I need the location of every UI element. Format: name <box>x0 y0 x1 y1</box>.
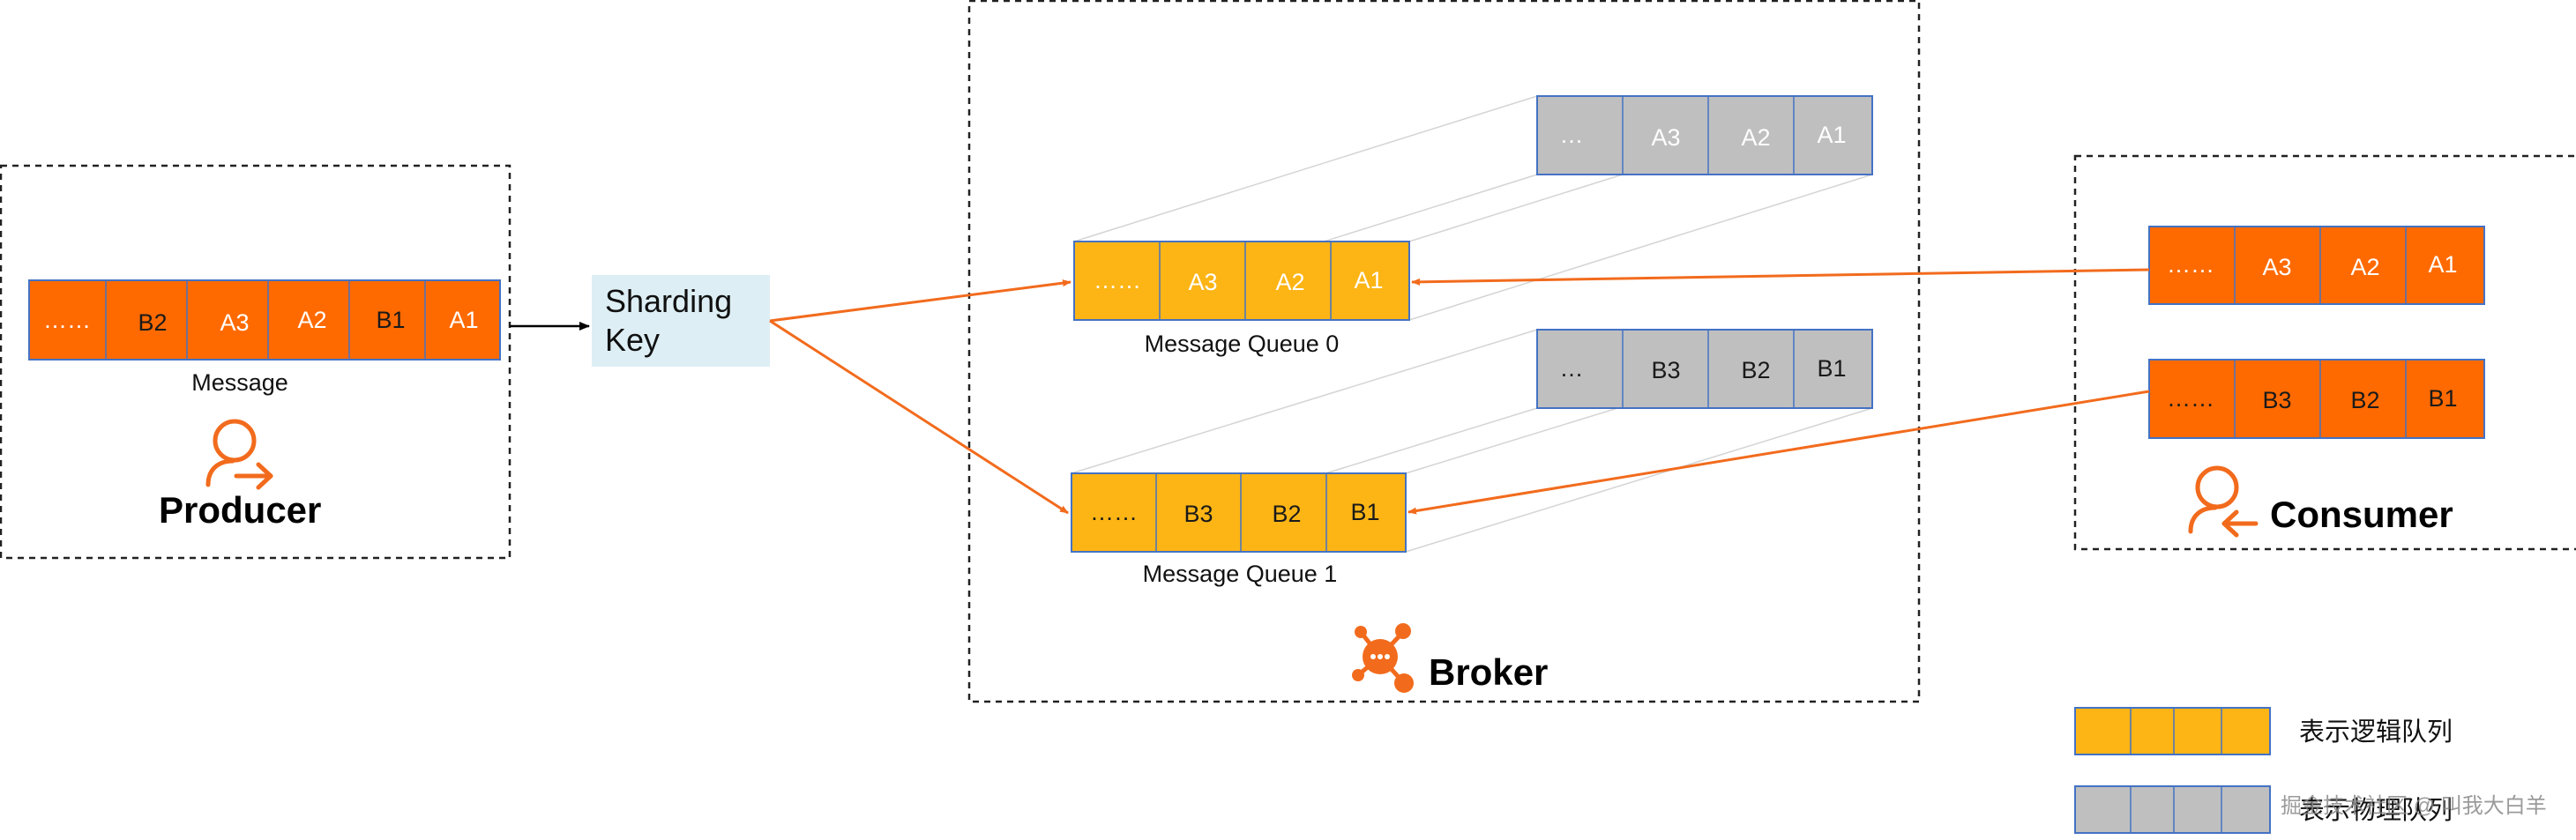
queue0-physical: … A3 A2 A1 <box>1536 95 1873 175</box>
legend-logical-swatch <box>2074 707 2271 755</box>
message-cell: …… <box>43 307 91 333</box>
message-cell: A1 <box>449 307 478 333</box>
queue0-logical: …… A3 A2 A1 <box>1073 241 1410 321</box>
broker-box <box>967 0 1921 703</box>
logical-cell: A2 <box>1275 269 1304 295</box>
legend-logical-label: 表示逻辑队列 <box>2299 717 2453 747</box>
consumer-cell: B2 <box>2350 387 2379 413</box>
message-cell: B1 <box>376 307 405 333</box>
message-cell: B2 <box>138 309 167 336</box>
physical-cell: … <box>1560 122 1584 148</box>
consumer-cell: B1 <box>2428 385 2457 412</box>
logical-cell: …… <box>1094 267 1141 294</box>
sharding-key-label: Sharding <box>605 283 732 319</box>
producer-message-queue: …… B2 A3 A2 B1 A1 <box>28 279 501 361</box>
logical-cell: B1 <box>1350 499 1379 525</box>
logical-cell: B2 <box>1272 501 1301 527</box>
physical-cell: … <box>1560 355 1584 382</box>
key-to-queue1-arrow <box>769 319 1069 515</box>
consumer-box <box>2073 154 2576 551</box>
watermark: 掘金技术社区 @ 叫我大白羊 <box>2281 794 2547 818</box>
sharding-key-label: Key <box>605 322 660 358</box>
logical-cell: A3 <box>1188 269 1217 295</box>
key-to-queue0-arrow <box>769 279 1071 323</box>
legend-physical-label: 表示物理队列 <box>2299 796 2453 825</box>
physical-cell: A3 <box>1651 124 1680 151</box>
consumer-cell: …… <box>2167 385 2214 412</box>
consumer-b-to-queue1-arrow <box>1407 390 2150 515</box>
consumer-title: Consumer <box>2270 494 2453 535</box>
broker-hub-icon <box>1352 623 1414 693</box>
physical-cell: B1 <box>1817 355 1846 382</box>
consumer-a-to-queue0-arrow <box>1411 268 2150 286</box>
physical-cell: A2 <box>1741 124 1770 151</box>
legend-physical-swatch <box>2074 785 2271 834</box>
queue1-caption: Message Queue 1 <box>1143 561 1338 587</box>
queue0-caption: Message Queue 0 <box>1145 331 1340 357</box>
message-cell: A2 <box>297 307 326 333</box>
producer-title: Producer <box>159 489 321 531</box>
consumer-cell: …… <box>2167 251 2214 278</box>
person-receive-icon <box>2188 465 2259 538</box>
message-cell: A3 <box>220 309 249 336</box>
consumer-cell: A1 <box>2428 251 2457 278</box>
broker-title: Broker <box>1429 651 1548 693</box>
message-caption: Message <box>191 369 288 396</box>
sharding-key-box <box>592 275 770 367</box>
queue1-logical: …… B3 B2 B1 <box>1071 472 1407 553</box>
consumer-cell: A2 <box>2350 254 2379 280</box>
queue1-physical: … B3 B2 B1 <box>1536 329 1873 409</box>
logical-cell: …… <box>1090 499 1138 525</box>
consumer-queue-a: …… A3 A2 A1 <box>2148 226 2485 305</box>
physical-cell: B3 <box>1651 357 1680 383</box>
producer-box <box>0 164 511 560</box>
logical-cell: B3 <box>1183 501 1213 527</box>
logical-cell: A1 <box>1354 267 1383 294</box>
consumer-cell: A3 <box>2262 254 2291 280</box>
consumer-cell: B3 <box>2262 387 2291 413</box>
person-send-icon <box>205 419 273 490</box>
physical-cell: B2 <box>1741 357 1770 383</box>
consumer-queue-b: …… B3 B2 B1 <box>2148 359 2485 439</box>
physical-cell: A1 <box>1817 122 1846 148</box>
